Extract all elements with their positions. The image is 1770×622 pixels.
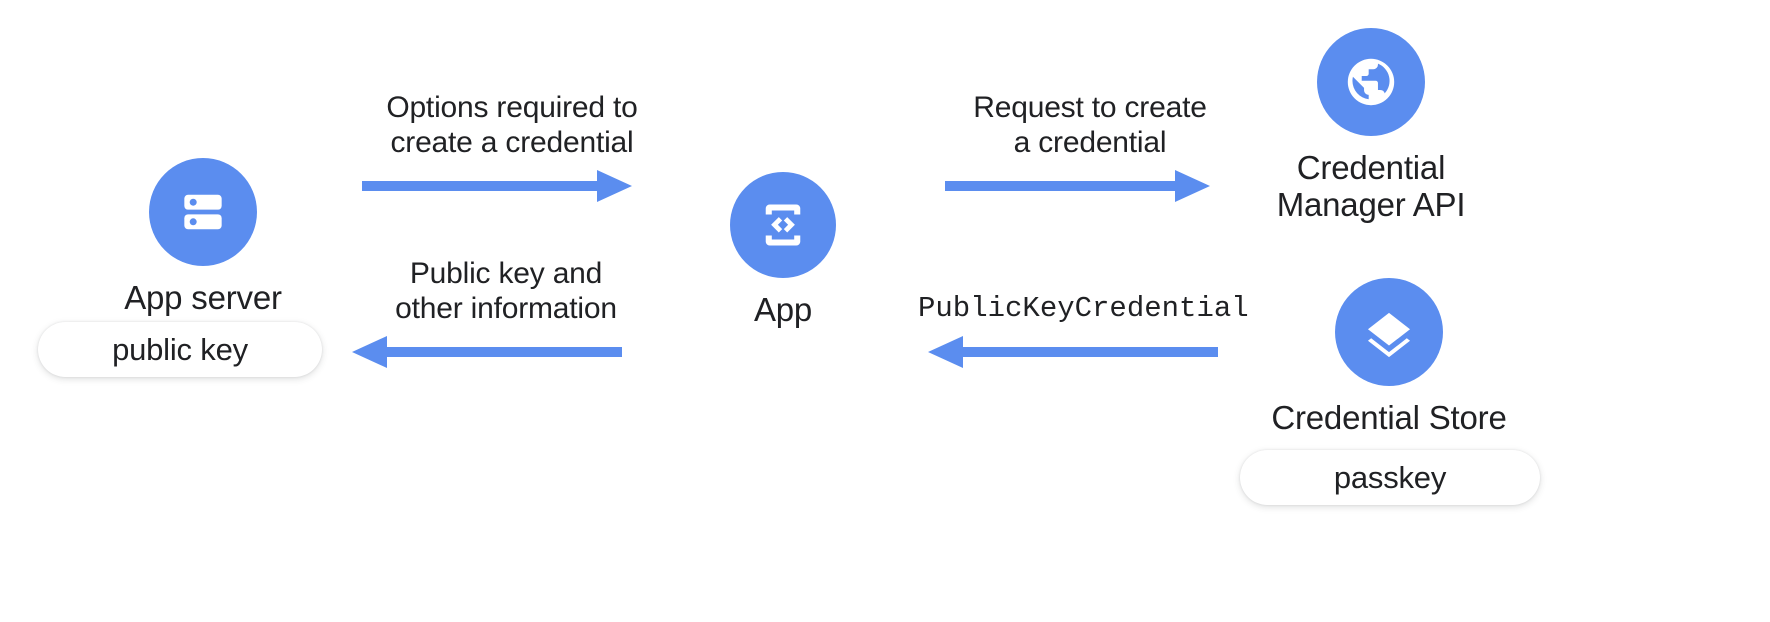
badge-passkey: passkey <box>1240 450 1540 505</box>
node-credential-manager-api-label: Credential Manager API <box>1276 149 1466 223</box>
badge-public-key: public key <box>38 322 322 377</box>
node-credential-store-label: Credential Store <box>1271 399 1507 436</box>
arrow-left-public-key <box>352 334 622 370</box>
node-app-server: App server <box>108 158 298 317</box>
node-credential-manager-api: Credential Manager API <box>1258 28 1484 224</box>
app-icon-circle <box>730 172 836 278</box>
flow-request-to-create-label: Request to create a credential <box>973 91 1207 160</box>
phone-code-icon <box>755 197 811 253</box>
flow-public-key-label: Public key and other information <box>395 257 617 326</box>
node-credential-store: Credential Store <box>1262 278 1516 437</box>
node-app: App <box>728 172 838 329</box>
layers-icon <box>1360 303 1418 361</box>
node-app-server-label: App server <box>124 279 282 316</box>
arrow-left-publickeycredential <box>928 334 1218 370</box>
arrow-right-options <box>362 168 632 204</box>
flow-options-required: Options required to create a credential <box>362 90 662 210</box>
badge-public-key-label: public key <box>112 331 248 367</box>
flow-request-to-create: Request to create a credential <box>945 90 1235 210</box>
flow-options-required-label: Options required to create a credential <box>386 91 638 160</box>
flow-public-key-and-other-information: Public key and other information <box>352 256 660 376</box>
server-icon <box>175 184 231 240</box>
credential-store-icon-circle <box>1335 278 1443 386</box>
node-app-label: App <box>753 291 813 328</box>
app-server-icon-circle <box>149 158 257 266</box>
badge-passkey-label: passkey <box>1333 459 1447 495</box>
credential-manager-api-icon-circle <box>1317 28 1425 136</box>
flow-publickeycredential-label: PublicKeyCredential <box>918 292 1249 325</box>
arrow-right-request <box>945 168 1210 204</box>
flow-publickeycredential: PublicKeyCredential <box>918 292 1249 402</box>
globe-icon <box>1342 53 1400 111</box>
